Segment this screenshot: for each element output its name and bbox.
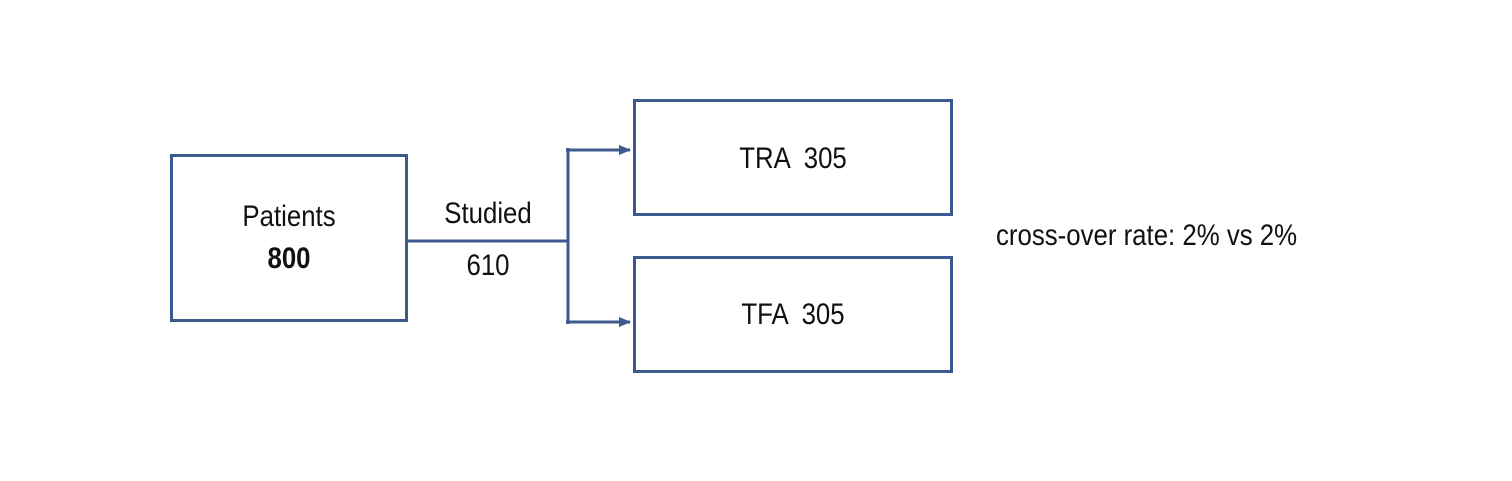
- crossover-rate-label: cross-over rate: 2% vs 2%: [996, 219, 1298, 252]
- studied-label: Studied: [444, 197, 532, 230]
- patients-count: 800: [267, 242, 311, 275]
- tfa-arm-label: TFA 305: [741, 298, 845, 331]
- tfa-arm-box: [633, 256, 953, 373]
- patients-label: Patients: [242, 200, 336, 233]
- studied-count: 610: [466, 249, 510, 282]
- tra-arm-label: TRA 305: [739, 142, 847, 175]
- patients-box: [170, 154, 408, 322]
- tra-arm-box: [633, 99, 953, 216]
